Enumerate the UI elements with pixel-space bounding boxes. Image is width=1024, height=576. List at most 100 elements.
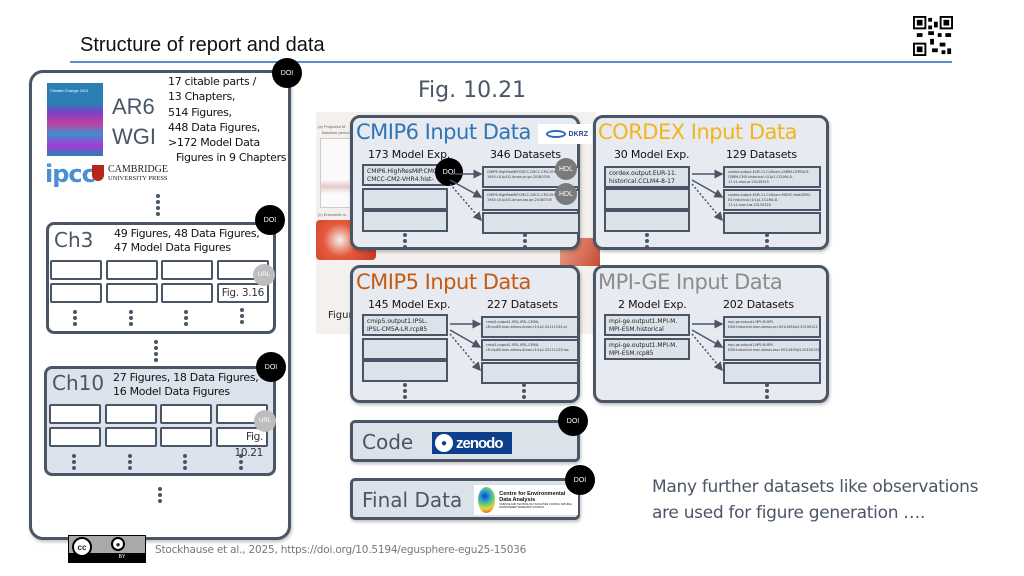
dataset-item[interactable]	[482, 212, 580, 234]
more-figures-dots	[127, 454, 133, 470]
more-figures-dots	[183, 310, 189, 326]
model-exp-count: 145 Model Exp.	[368, 298, 451, 311]
more-figures-dots	[239, 308, 245, 324]
figure-cell[interactable]	[106, 260, 158, 280]
more-chapters-dots	[155, 194, 161, 216]
bg-panel-label: Baseline period	[322, 130, 350, 135]
datasets-count: 202 Datasets	[723, 298, 794, 311]
attribution-person-icon: ●	[111, 537, 125, 551]
experiment-item[interactable]: cmip5.output1.IPSL.IPSL-CM5A-LR.rcp85	[362, 314, 448, 336]
more-chapters-dots	[157, 487, 163, 503]
figure-cell[interactable]	[50, 283, 102, 303]
chapter-url-badge[interactable]: URL	[254, 410, 276, 432]
cmip6-title: CMIP6 Input Data	[356, 120, 531, 144]
more-figures-dots	[128, 310, 134, 326]
more-figures-dots	[238, 454, 244, 470]
figure-cell-fig-10-21[interactable]: Fig. 10.21	[216, 427, 268, 459]
figure-cell[interactable]	[49, 404, 101, 424]
datasets-count: 227 Datasets	[487, 298, 558, 311]
dataset-item[interactable]: cmip5.output1.IPSL.IPSL-CM5A-LR.rcp85.mo…	[481, 316, 579, 338]
model-exp-count: 2 Model Exp.	[618, 298, 687, 311]
dataset-hdl-badge[interactable]: HDL	[555, 158, 577, 180]
figure-cell[interactable]	[106, 283, 158, 303]
experiment-item[interactable]: cordex.output.EUR-11.historical.CCLM4-8-…	[604, 166, 690, 188]
final-data-doi-badge[interactable]: DOI	[565, 465, 595, 495]
zenodo-logo[interactable]: ● zenodo	[432, 432, 512, 454]
experiment-item[interactable]	[604, 210, 690, 232]
cordex-title: CORDEX Input Data	[598, 120, 797, 144]
figure-cell-fig-3-16[interactable]: Fig. 3.16	[217, 283, 269, 303]
dkrz-logo: DKRZ	[538, 124, 592, 144]
dataset-item[interactable]: mpi-ge.output1.MPI-M.MPI-ESM.historical.…	[723, 339, 821, 361]
license-by-label: BY	[69, 553, 145, 562]
bg-caption: Figur	[328, 310, 353, 321]
figure-cell[interactable]	[50, 260, 102, 280]
figure-cell[interactable]	[161, 260, 213, 280]
qr-code-icon[interactable]	[913, 16, 953, 56]
code-doi-badge[interactable]: DOI	[558, 406, 588, 436]
more-items-dots	[644, 233, 650, 249]
experiment-item[interactable]	[604, 188, 690, 210]
figure-cell[interactable]	[49, 427, 101, 447]
dataset-item[interactable]: cordex.output.EUR-11.CLMcom.CNRM-CERFACS…	[723, 166, 821, 188]
chapter-stats: 27 Figures, 18 Data Figures, 16 Model Da…	[113, 371, 259, 398]
more-items-dots	[764, 383, 770, 399]
cc-icon: cc	[72, 537, 92, 557]
chapter-doi-badge[interactable]: DOI	[255, 205, 285, 235]
dataset-item[interactable]	[723, 212, 821, 234]
dataset-item[interactable]: cmip5.output1.IPSL.IPSL-CM5A-LR.rcp85.mo…	[481, 339, 579, 361]
experiment-doi-badge[interactable]: DOI	[435, 158, 463, 186]
dataset-item[interactable]: mpi-ge.output1.MPI-M.MPI-ESM.historical.…	[723, 316, 821, 338]
experiment-item[interactable]: CMIP6.HighResMIP.CMCC.CMCC-CM2-VHR4.hist…	[362, 164, 448, 186]
bg-panel-label: (a) Projected M	[318, 124, 346, 129]
datasets-count: 129 Datasets	[726, 148, 797, 161]
experiment-item[interactable]: mpi-ge.output1.MPI-M.MPI-ESM.historical	[604, 314, 690, 336]
experiment-item[interactable]	[362, 360, 448, 382]
dataset-hdl-badge[interactable]: HDL	[555, 183, 577, 205]
mpi-ge-title: MPI-GE Input Data	[598, 270, 783, 294]
more-items-dots	[522, 233, 528, 249]
chapter-doi-badge[interactable]: DOI	[256, 352, 286, 382]
note-text: Many further datasets like observations …	[652, 477, 979, 523]
chapter-label: Ch10	[52, 371, 105, 395]
figure-cell[interactable]	[161, 283, 213, 303]
figure-cell[interactable]	[105, 427, 157, 447]
more-items-dots	[521, 383, 527, 399]
code-label: Code	[362, 430, 414, 454]
dataset-item[interactable]	[481, 362, 579, 384]
model-exp-count: 173 Model Exp.	[368, 148, 451, 161]
report-name: AR6 WGI	[112, 94, 156, 149]
ipcc-logo: ipcc	[45, 160, 96, 188]
bg-panel-label: (c) Ensemble m	[318, 212, 347, 217]
experiment-item[interactable]	[362, 338, 448, 360]
code-box	[350, 420, 580, 462]
more-figures-dots	[182, 454, 188, 470]
report-cover-image	[47, 83, 103, 156]
figure-cell[interactable]	[160, 427, 212, 447]
github-icon: ●	[435, 434, 453, 452]
chapter-url-badge[interactable]: URL	[253, 264, 275, 286]
figure-cell[interactable]	[160, 404, 212, 424]
dataset-item[interactable]: cordex.output.EUR-11.CLMcom.MOHC-HadGEM2…	[723, 189, 821, 211]
report-stats: 17 citable parts / 13 Chapters, 514 Figu…	[168, 75, 287, 165]
more-items-dots	[764, 233, 770, 249]
datasets-count: 346 Datasets	[490, 148, 561, 161]
ceda-globe-icon	[478, 487, 496, 513]
citation-text[interactable]: Stockhause et al., 2025, https://doi.org…	[155, 544, 527, 556]
dkrz-logo-icon	[545, 130, 566, 138]
title-divider	[70, 61, 952, 63]
final-data-label: Final Data	[362, 488, 463, 512]
figure-cell[interactable]	[105, 404, 157, 424]
more-figures-dots	[71, 454, 77, 470]
figure-title: Fig. 10.21	[418, 78, 527, 103]
experiment-item[interactable]	[362, 188, 448, 210]
dataset-item[interactable]	[723, 362, 821, 384]
experiment-item[interactable]	[362, 210, 448, 232]
report-doi-badge[interactable]: DOI	[272, 58, 302, 88]
model-exp-count: 30 Model Exp.	[614, 148, 690, 161]
more-items-dots	[402, 383, 408, 399]
chapter-label: Ch3	[54, 228, 94, 252]
cmip5-title: CMIP5 Input Data	[356, 270, 531, 294]
experiment-item[interactable]: mpi-ge.output1.MPI-M.MPI-ESM.rcp85	[604, 338, 690, 360]
